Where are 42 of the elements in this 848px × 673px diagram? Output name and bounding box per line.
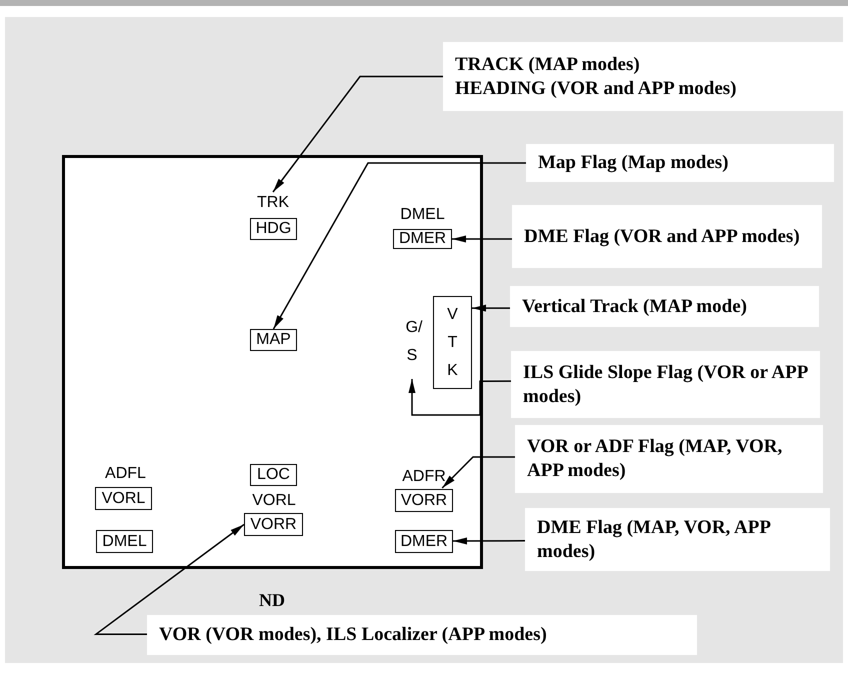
leader-line [442, 456, 515, 489]
callout-text: DME Flag (VOR and APP modes) [524, 224, 801, 248]
flag-box: VORR [395, 489, 453, 512]
callout-box [510, 286, 819, 327]
callout-text: HEADING (VOR and APP modes) [455, 76, 738, 100]
flag-box: DMEL [96, 530, 153, 553]
callout-text: DME Flag (MAP, VOR, APP modes) [537, 516, 772, 564]
flag-label: DMEL [400, 207, 445, 223]
callout-box [515, 425, 823, 493]
callout-box [526, 144, 834, 182]
flag-label: ADFL [105, 466, 146, 482]
callout-box [512, 205, 822, 268]
leader-line [472, 304, 510, 312]
flag-label: VORL [252, 493, 296, 509]
leader-line [272, 162, 526, 330]
callout-text: VOR (VOR modes), ILS Localizer (APP modes) [159, 623, 548, 647]
flag-label: TRK [255, 192, 291, 214]
flag-box: VORR [244, 513, 303, 536]
callout-box [147, 615, 697, 655]
flag-box: HDG [250, 218, 297, 240]
flag-box: DMER [395, 530, 453, 553]
callout-box [525, 508, 830, 571]
display-title: ND [259, 589, 285, 612]
leader-line [453, 537, 525, 544]
callout-box [443, 42, 843, 111]
flag-box: VTK [433, 296, 472, 389]
flag-box: DMER [393, 229, 452, 249]
leader-line [94, 524, 244, 635]
leader-line [452, 236, 512, 242]
callout-box [511, 351, 820, 418]
callout-text: VOR or ADF Flag (MAP, VOR, APP modes) [527, 435, 784, 483]
leader-line [408, 379, 511, 416]
flag-label: ADFR [398, 466, 450, 488]
flag-box: MAP [250, 329, 297, 351]
callout-text: Map Flag (Map modes) [538, 151, 730, 175]
flag-box: LOC [250, 464, 297, 486]
flag-label: G/S [404, 305, 420, 379]
callout-text: ILS Glide Slope Flag (VOR or APP modes) [523, 360, 808, 408]
callout-text: Vertical Track (MAP mode) [522, 294, 748, 318]
flag-box: VORL [95, 487, 152, 510]
callout-text: TRACK (MAP modes) [455, 52, 641, 76]
leader-line [272, 76, 443, 192]
